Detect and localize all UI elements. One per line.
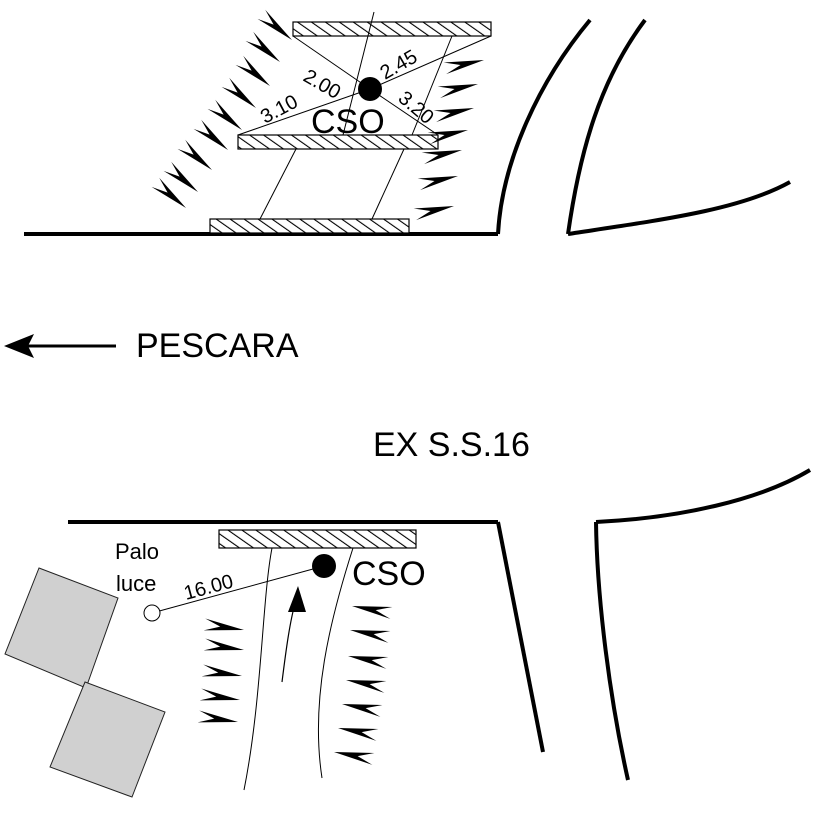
parking-mark (352, 606, 393, 619)
top-side-road (496, 18, 791, 236)
parking-mark (199, 688, 240, 701)
bottom-right-parking-marks (334, 606, 393, 765)
top-right-parking-marks (413, 60, 484, 221)
parking-mark (338, 728, 379, 741)
parking-mark (346, 680, 387, 693)
bottom-left-parking-marks (197, 618, 244, 723)
parking-mark (257, 9, 292, 40)
arrow-left-icon (4, 334, 34, 358)
top-crosswalks (209, 21, 492, 234)
arrow-up-icon (288, 586, 306, 612)
bottom-dim-16-00: 16.00 (182, 571, 236, 605)
direction-arrow (4, 334, 116, 358)
parking-mark (443, 60, 484, 75)
light-pole-icon (143, 604, 161, 622)
building-1 (4, 567, 119, 689)
parking-mark (342, 704, 383, 717)
top-left-parking-marks (151, 9, 292, 208)
road-label: EX S.S.16 (373, 426, 530, 464)
parking-mark (203, 618, 244, 631)
parking-mark (221, 77, 256, 108)
parking-mark (427, 130, 468, 145)
parking-mark (163, 161, 198, 192)
crosswalk-bottom (209, 218, 410, 234)
bottom-cso-point (312, 554, 336, 578)
parking-mark (203, 638, 244, 651)
parking-mark (201, 664, 242, 677)
parking-mark (193, 119, 228, 150)
bottom-cso-label: CSO (352, 555, 426, 593)
bottom-side-road (496, 468, 812, 781)
top-lane-lines (259, 11, 453, 220)
parking-mark (151, 177, 186, 208)
parking-mark (348, 656, 389, 669)
pole-label-line2: luce (116, 571, 156, 596)
parking-mark (177, 139, 212, 170)
bottom-lane-lines (243, 547, 354, 791)
crosswalk-middle (237, 134, 439, 150)
top-cso-label: CSO (311, 103, 385, 141)
buildings (4, 567, 166, 798)
building-2 (49, 681, 166, 798)
top-cso-point (358, 77, 382, 101)
parking-mark (421, 150, 462, 165)
parking-mark (433, 108, 474, 123)
crosswalk-top (292, 21, 492, 37)
parking-mark (334, 752, 375, 765)
parking-mark (413, 206, 454, 221)
top-dim-2-45: 2.45 (377, 46, 422, 85)
top-dim-3-20: 3.20 (394, 87, 438, 129)
top-dimension-lines (237, 35, 492, 136)
parking-mark (197, 710, 238, 723)
pole-label-line1: Palo (115, 539, 159, 564)
parking-mark (350, 630, 391, 643)
parking-mark (437, 84, 478, 99)
direction-label: PESCARA (136, 327, 299, 365)
top-dim-3-10: 3.10 (257, 91, 302, 129)
parking-mark (417, 176, 458, 191)
top-dim-2-00: 2.00 (300, 65, 345, 104)
parking-mark (207, 99, 242, 130)
bottom-crosswalk (218, 529, 417, 549)
parking-mark (245, 31, 280, 62)
turn-arrow (281, 586, 306, 683)
parking-mark (235, 55, 270, 86)
bottom-dimension (151, 565, 325, 614)
